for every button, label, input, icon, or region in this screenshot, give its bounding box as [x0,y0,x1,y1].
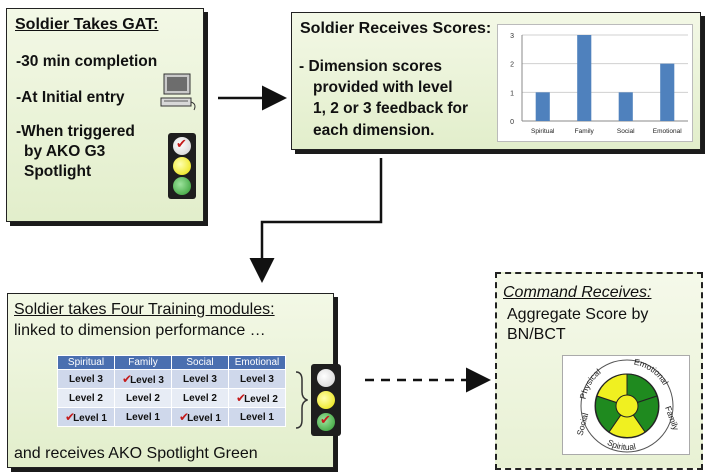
traffic-light-icon: ✔ [168,133,196,199]
table-cell: Level 2 [57,388,115,408]
table-cell: ✔Level 1 [57,407,115,427]
table-cell-label: Level 2 [183,392,217,404]
gat-bullet-2: -At Initial entry [16,89,125,106]
scores-line-1: - Dimension scores [299,58,442,75]
checkmark-icon: ✔ [320,412,331,427]
command-line-2: BN/BCT [507,326,566,343]
resilience-wheel-icon: Physical Emotional Family Spiritual Soci… [562,355,690,455]
traffic-light-icon: ✔ [311,364,341,436]
table-header-cell: Emotional [228,355,286,370]
table-cell: ✔Level 3 [114,369,172,389]
x-tick-label: Spiritual [531,128,555,135]
light-green-lamp [173,177,191,195]
checkmark-icon: ✔ [65,410,76,424]
x-tick-label: Emotional [653,128,682,135]
table-cell-label: Level 3 [183,373,217,385]
table-cell: Level 1 [228,407,286,427]
bar [660,63,675,121]
table-cell-label: Level 2 [244,394,278,405]
bar [577,35,592,121]
bar [535,92,550,121]
x-tick-label: Family [575,128,595,135]
light-yellow-lamp [173,157,191,175]
gat-bullet-3: -When triggered [16,123,135,140]
training-footer: and receives AKO Spotlight Green [14,445,258,462]
command-line-1: Aggregate Score by [507,306,649,323]
table-cell-label: Level 1 [73,413,107,424]
checkmark-icon: ✔ [179,410,190,424]
table-cell: Level 3 [57,369,115,389]
table-cell: ✔Level 1 [171,407,229,427]
checkmark-icon: ✔ [236,391,247,405]
light-red-lamp [317,369,335,387]
scores-line-4: each dimension. [313,122,435,139]
y-tick-label: 0 [510,119,514,126]
gat-bullet-1: -30 min completion [16,53,158,70]
checkmark-icon: ✔ [176,136,187,151]
command-title: Command Receives: [503,284,652,301]
table-cell-label: Level 3 [130,375,164,386]
light-red-lamp: ✔ [173,136,191,155]
table-header-row: Spiritual Family Social Emotional [57,355,286,370]
table-header-cell: Spiritual [57,355,115,370]
table-cell: Level 1 [114,407,172,427]
table-cell-label: Level 1 [187,413,221,424]
gat-title: Soldier Takes GAT: [15,16,159,33]
scores-line-2: provided with level [313,79,453,96]
table-cell: ✔Level 2 [228,388,286,408]
y-tick-label: 1 [510,90,514,97]
y-tick-label: 2 [510,62,514,69]
table-cell-label: Level 2 [126,392,160,404]
table-cell-label: Level 2 [69,392,103,404]
scores-line-3: 1, 2 or 3 feedback for [313,100,469,117]
table-cell-label: Level 1 [126,411,160,423]
x-tick-label: Social [617,128,635,135]
scores-title: Soldier Receives Scores: [300,20,492,37]
training-title: Soldier takes Four Training modules: [14,301,275,318]
light-green-lamp: ✔ [317,412,335,431]
table-cell: Level 2 [114,388,172,408]
table-cell: Level 3 [171,369,229,389]
bar [618,92,633,121]
table-cell-label: Level 3 [240,373,274,385]
training-subtitle: linked to dimension performance … [14,322,266,339]
gat-bullet-3b: by AKO G3 [24,143,106,160]
gat-bullet-3c: Spotlight [24,163,92,180]
arrow-scores-to-training [249,158,383,283]
checkmark-icon: ✔ [122,372,133,386]
light-yellow-lamp [317,391,335,409]
table-header-cell: Family [114,355,172,370]
computer-icon [158,72,198,112]
y-tick-label: 3 [510,33,514,40]
table-cell: Level 3 [228,369,286,389]
training-modules-table: Spiritual Family Social Emotional Level … [57,355,286,427]
table-cell-label: Level 3 [69,373,103,385]
table-bracket [295,371,308,429]
table-header-cell: Social [171,355,229,370]
table-cell-label: Level 1 [240,411,274,423]
table-cell: Level 2 [171,388,229,408]
